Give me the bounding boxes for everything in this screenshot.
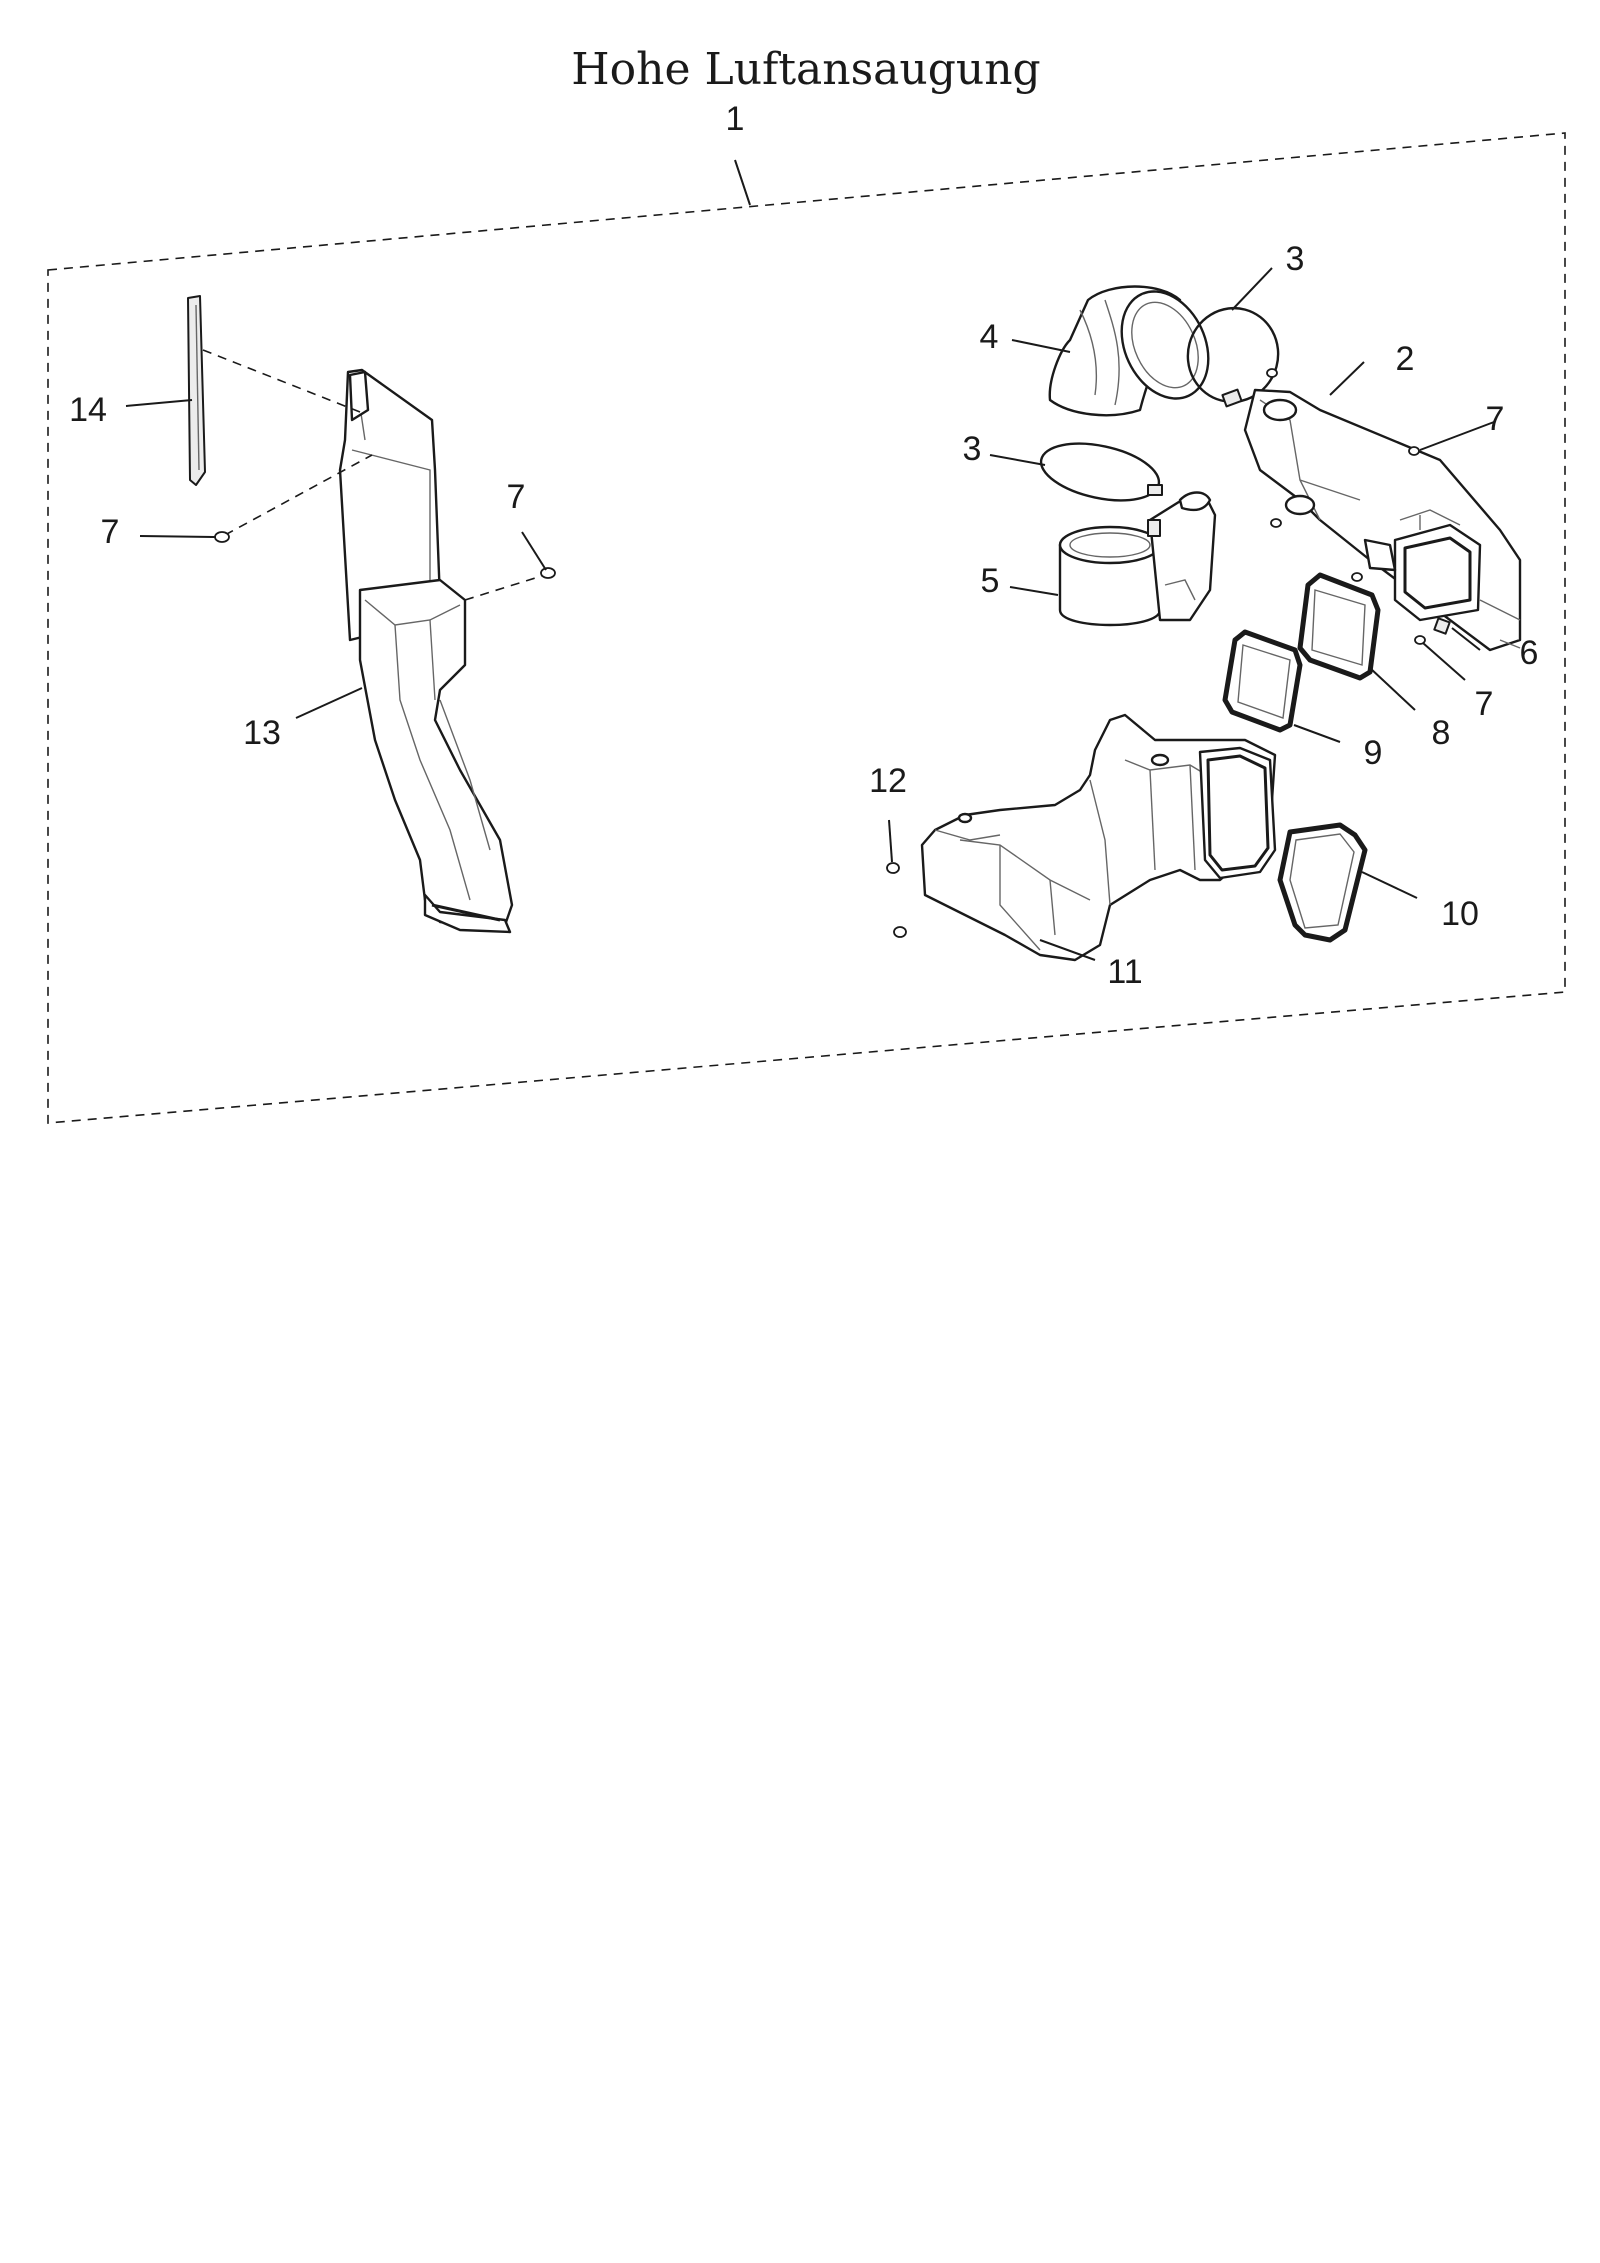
- part-3-clamp-lower: [1039, 442, 1163, 502]
- callout-1: 1: [726, 100, 745, 138]
- part-14-seal-strip: [187, 295, 206, 486]
- assembly-line-7a: [224, 454, 373, 536]
- callout-3-upper: 3: [1286, 240, 1305, 278]
- part-4-elbow-hose: [1048, 285, 1210, 417]
- callout-12: 12: [869, 762, 907, 800]
- screw-12-lower: [893, 926, 907, 938]
- part-8-gasket: [1297, 572, 1381, 681]
- assembly-boundary: [47, 132, 1566, 1124]
- part-3-clamp-upper: [1186, 306, 1280, 408]
- part-5-intake-adapter: [1058, 491, 1217, 627]
- callout-7-left: 7: [101, 513, 120, 551]
- diagram-title: Hohe Luftansaugung: [571, 44, 1040, 95]
- screw-near-2-top: [1266, 368, 1278, 378]
- callout-8: 8: [1432, 714, 1451, 752]
- part-11-lower-box: [920, 713, 1277, 962]
- screw-12-upper: [886, 819, 900, 874]
- screw-7-right-bottom: [1414, 635, 1426, 645]
- callout-4: 4: [980, 318, 999, 356]
- screw-7-right-top: [1408, 446, 1420, 456]
- callout-5: 5: [981, 562, 1000, 600]
- part-6-clip: [1433, 617, 1451, 635]
- screw-near-8: [1351, 572, 1363, 582]
- part-10-gasket: [1277, 822, 1368, 943]
- callout-2: 2: [1396, 340, 1415, 378]
- part-2-main-duct: [1243, 388, 1522, 652]
- callout-7-right-bottom: 7: [1475, 685, 1494, 723]
- callout-11: 11: [1107, 953, 1142, 991]
- callout-13: 13: [243, 714, 281, 752]
- assembly-line-7b: [464, 573, 549, 601]
- screw-near-2-mid: [1270, 518, 1282, 528]
- callout-7-center: 7: [507, 478, 526, 516]
- callout-10: 10: [1441, 895, 1479, 933]
- callout-3-lower: 3: [963, 430, 982, 468]
- callout-14: 14: [69, 391, 107, 429]
- screw-7-center: [540, 567, 556, 579]
- part-9-gasket: [1222, 629, 1303, 733]
- leader-lines: [125, 159, 1495, 961]
- callout-6: 6: [1520, 634, 1539, 672]
- assembly-line-14: [202, 349, 361, 413]
- part-13-intake-duct: [338, 368, 514, 934]
- callout-9: 9: [1364, 734, 1383, 772]
- callout-7-right-top: 7: [1486, 400, 1505, 438]
